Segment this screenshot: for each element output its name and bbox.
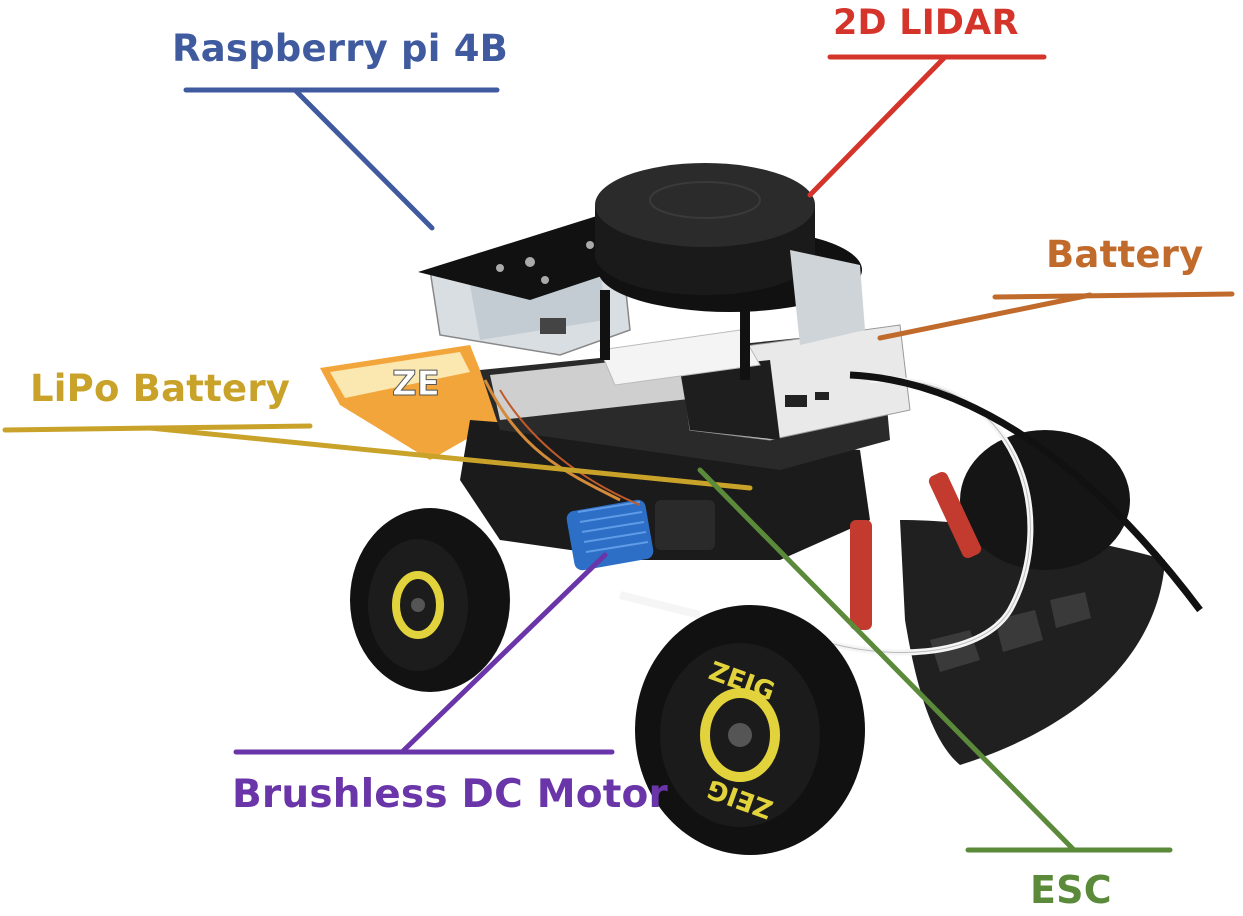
robot-car: ZE	[320, 163, 1203, 855]
label-esc: ESC	[1030, 868, 1112, 912]
label-lipo-battery: LiPo Battery	[30, 367, 291, 410]
wheel-front: ZEIG ZEIG	[635, 605, 865, 855]
wheel-left	[350, 508, 510, 692]
label-brushless-dc-motor: Brushless DC Motor	[232, 772, 668, 817]
label-battery: Battery	[1046, 233, 1204, 276]
svg-text:ZE: ZE	[392, 364, 440, 404]
label-2d-lidar: 2D LIDAR	[833, 3, 1019, 43]
label-raspberry-pi: Raspberry pi 4B	[172, 27, 509, 70]
leader-lines	[2, 54, 1235, 853]
